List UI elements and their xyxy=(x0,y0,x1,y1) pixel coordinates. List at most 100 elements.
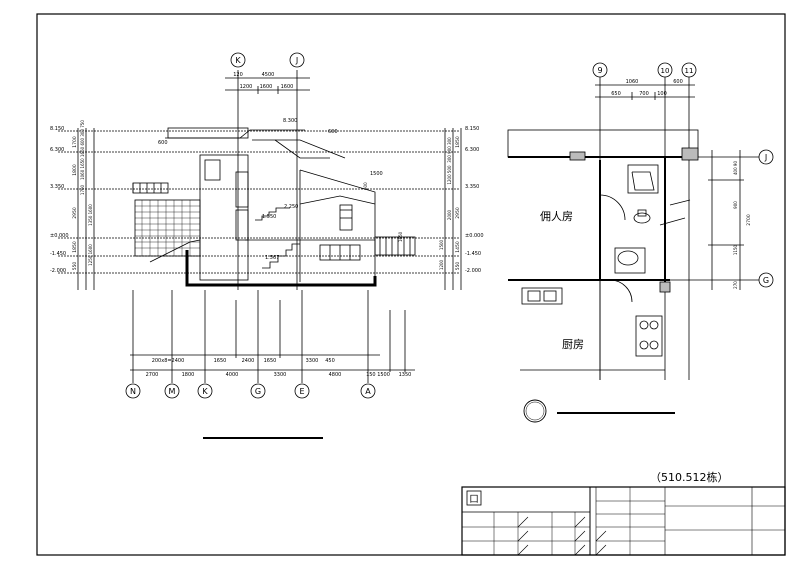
title-block-logo: 囗 xyxy=(466,490,482,506)
dim-text: 600 xyxy=(158,140,168,146)
section-top-dims: 120 4500 1200 1600 1600 xyxy=(233,72,293,90)
level-text: 8.150 xyxy=(50,126,64,132)
axis-bubble xyxy=(758,149,774,165)
detail-callout-circle xyxy=(523,399,547,423)
section-bottom-dims: 200x8=2400 1650 2400 1650 3300 450 2700 … xyxy=(146,358,412,378)
dim-text: 1200 500 xyxy=(447,165,452,185)
axis-label: J xyxy=(295,56,298,65)
axis-bubble xyxy=(289,52,305,68)
level-text: ±0.000 xyxy=(50,233,69,239)
dim-text: 300 900 300 xyxy=(447,137,452,163)
axis-label: K xyxy=(235,56,241,65)
axis-bubble xyxy=(230,52,246,68)
level-text: 3.350 xyxy=(50,184,64,190)
section-interior-annotations: 8.300 2.250 1.550 1.567 600 600 1500 600… xyxy=(158,118,403,261)
section-left-dims: 1700 1800 2950 1850 550 1060 1650 1650 6… xyxy=(72,120,93,271)
dim-text: 200x8=2400 xyxy=(152,358,185,364)
dim-text: 3300 xyxy=(306,358,319,364)
level-text: 2.250 xyxy=(284,204,298,210)
dim-text: 650 xyxy=(611,91,621,97)
dim-text: 1800 xyxy=(182,372,195,378)
dim-text: 1500 xyxy=(439,239,444,250)
title-block xyxy=(461,486,786,556)
floor-plan xyxy=(507,72,760,380)
dim-text: 600 xyxy=(673,79,683,85)
dim-text: 2700 xyxy=(146,372,159,378)
dim-text: 120 xyxy=(233,72,243,78)
dim-text: 4000 xyxy=(226,372,239,378)
axis-bubble xyxy=(250,383,266,399)
dim-text: 2700 xyxy=(746,214,752,226)
sheet-frame xyxy=(36,13,786,556)
detail-callout-inner xyxy=(525,401,545,421)
level-text: -2.000 xyxy=(465,268,481,274)
dim-text: 1650 xyxy=(214,358,227,364)
level-text: 1.567 xyxy=(265,255,279,261)
level-text: -1.450 xyxy=(50,251,66,257)
dim-text: 550 xyxy=(455,262,461,271)
level-text: 6.300 xyxy=(50,147,64,153)
axis-label: 11 xyxy=(685,67,694,75)
dim-text: 1060 xyxy=(626,79,639,85)
level-text: 8.150 xyxy=(465,126,479,132)
dim-text: 1350 1600 xyxy=(88,204,93,226)
dim-text: 2400 xyxy=(242,358,255,364)
dim-text: 1350 xyxy=(399,372,412,378)
level-text: 6.300 xyxy=(465,147,479,153)
plan-right-axes: J G xyxy=(758,149,774,288)
axis-bubble xyxy=(360,383,376,399)
axis-label: A xyxy=(365,387,371,396)
dim-text: 2950 xyxy=(455,207,461,219)
dim-text: 150 1500 xyxy=(366,372,390,378)
dim-text: 450 xyxy=(325,358,335,364)
axis-label: G xyxy=(255,387,261,396)
dim-text: 4800 xyxy=(329,372,342,378)
level-text: 1.550 xyxy=(262,214,276,220)
axis-label: G xyxy=(763,276,769,285)
section-top-axes: K J xyxy=(230,52,305,68)
room-label-kitchen: 厨房 xyxy=(562,338,584,351)
plan-top-axes: 9 10 11 xyxy=(592,62,697,78)
section-right-levels: 8.150 6.300 3.350 ±0.000 -1.450 -2.000 xyxy=(465,126,484,274)
dim-text: 700 xyxy=(639,91,649,97)
dim-text: 600 xyxy=(328,129,338,135)
dim-text: 1800 xyxy=(72,164,78,176)
dim-text: 1200 xyxy=(439,259,444,270)
level-text: ±0.000 xyxy=(465,233,484,239)
section-bottom-axes: N M K G E A xyxy=(125,383,376,399)
dim-text: 1200 xyxy=(240,84,253,90)
axis-bubble xyxy=(681,62,697,78)
plan-right-dims: 2700 400 90 900 1150 270 xyxy=(733,161,752,289)
section-right-dims: 1850 2950 1450 550 300 900 300 1200 500 … xyxy=(439,136,461,270)
axis-bubble xyxy=(164,383,180,399)
building-section xyxy=(58,70,462,383)
section-left-levels: 8.150 6.300 3.350 ±0.000 -1.450 -2.000 xyxy=(50,126,69,274)
dim-text: 900 xyxy=(733,201,738,209)
dim-text: 1650 xyxy=(264,358,277,364)
axis-label: J xyxy=(764,153,767,162)
dim-text: 3300 xyxy=(274,372,287,378)
axis-label: K xyxy=(202,387,208,396)
axis-label: 10 xyxy=(661,67,670,75)
dim-text: 400 90 xyxy=(733,161,738,175)
level-text: 8.300 xyxy=(283,118,297,124)
dim-text: 270 xyxy=(733,281,738,289)
axis-label: M xyxy=(169,387,176,396)
dim-text: 1060 1650 1650 600 300 750 xyxy=(80,120,85,180)
axis-bubble xyxy=(125,383,141,399)
dim-text: 1850 xyxy=(455,136,461,148)
axis-bubble xyxy=(592,62,608,78)
dim-text: 1600 xyxy=(281,84,294,90)
dim-text: 1150 xyxy=(733,244,738,255)
axis-bubble xyxy=(197,383,213,399)
level-text: -1.450 xyxy=(465,251,481,257)
dim-text: 1250 1600 xyxy=(88,244,93,266)
plan-top-dims: 1060 600 650 700 100 xyxy=(611,79,683,97)
dim-text: 4500 xyxy=(262,72,275,78)
room-label-servant: 佣人房 xyxy=(540,210,573,223)
axis-label: N xyxy=(130,387,136,396)
level-text: -2.000 xyxy=(50,268,66,274)
dim-text: 1700 xyxy=(72,136,78,148)
dim-text: 1700 xyxy=(80,184,85,195)
